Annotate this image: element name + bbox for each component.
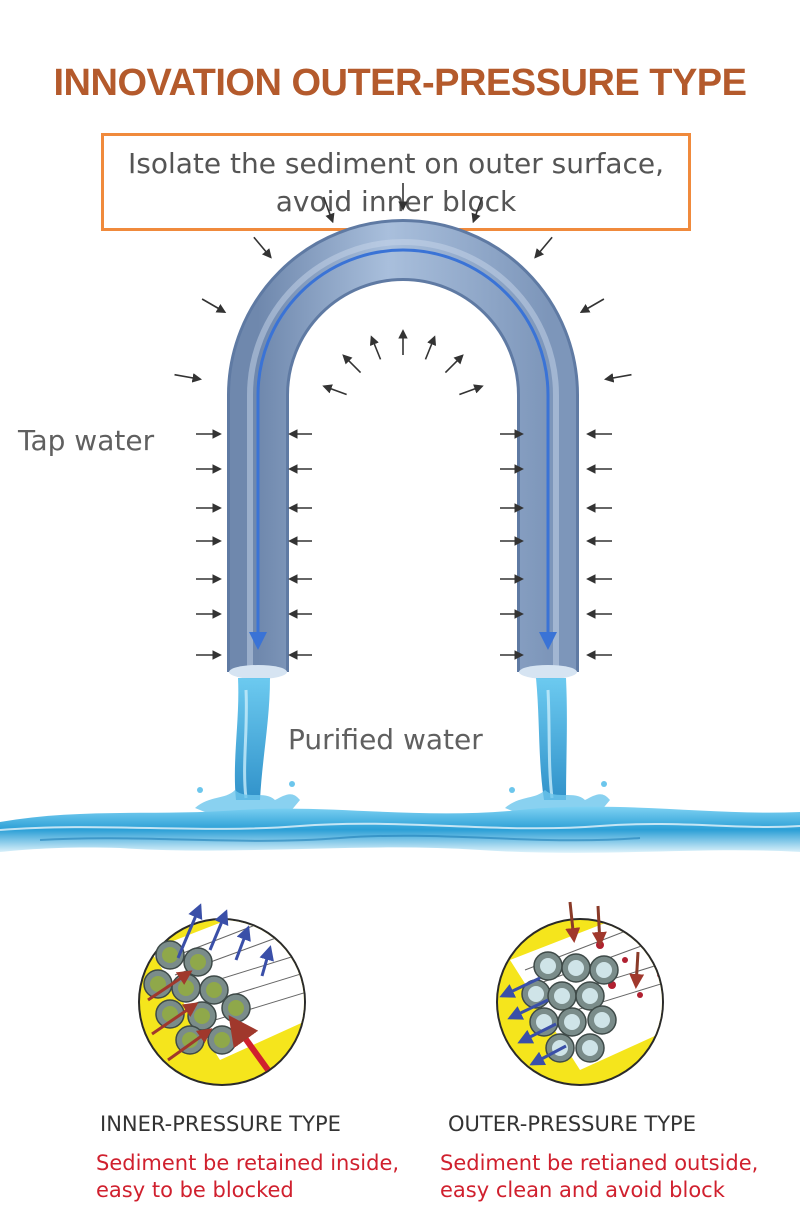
flow-direction-arrow: [249, 248, 557, 650]
inner-pressure-type-label: INNER-PRESSURE TYPE: [100, 1112, 341, 1136]
fiber-core: [162, 947, 178, 963]
fiber-core: [582, 988, 598, 1004]
pressure-arrow: [369, 335, 382, 360]
outer-pressure-illustration: [496, 901, 664, 1086]
pressure-arrow: [444, 354, 464, 374]
water-surface: [0, 806, 800, 853]
fiber-core: [194, 1008, 210, 1024]
subtitle-line-1: Isolate the sediment on outer surface,: [127, 147, 665, 180]
u-tube: [227, 219, 579, 679]
fiber-core: [228, 1000, 244, 1016]
pressure-arrow: [201, 298, 227, 313]
outer-desc-line-1: Sediment be retianed outside,: [440, 1151, 759, 1175]
fiber-core: [568, 960, 584, 976]
fiber-core: [582, 1040, 598, 1056]
pressure-arrow: [603, 373, 632, 383]
pressure-arrow: [342, 354, 362, 374]
fiber-core: [540, 958, 556, 974]
fiber-core: [536, 1014, 552, 1030]
fiber-core: [178, 980, 194, 996]
fiber-core: [214, 1032, 230, 1048]
fiber-core: [528, 986, 544, 1002]
pressure-arrow: [471, 196, 484, 224]
pressure-arrow: [534, 236, 553, 259]
purified-water-label: Purified water: [288, 723, 483, 756]
fiber-core: [596, 962, 612, 978]
pressure-arrow: [424, 335, 437, 360]
inner-pressure-illustration: [138, 903, 306, 1086]
inner-desc-line-2: easy to be blocked: [96, 1178, 294, 1202]
pressure-arrow: [322, 196, 335, 224]
inner-desc-line-1: Sediment be retained inside,: [96, 1151, 400, 1175]
fiber-core: [554, 988, 570, 1004]
tap-water-label: Tap water: [18, 424, 155, 457]
fiber-core: [206, 982, 222, 998]
outer-pressure-type-label: OUTER-PRESSURE TYPE: [448, 1112, 696, 1136]
outer-desc-line-2: easy clean and avoid block: [440, 1178, 725, 1202]
purified-water-stream: [195, 678, 610, 812]
fiber-core: [190, 954, 206, 970]
outer-pressure-description: Sediment be retianed outside, easy clean…: [440, 1150, 758, 1204]
fiber-core: [594, 1012, 610, 1028]
inner-pressure-description: Sediment be retained inside, easy to be …: [96, 1150, 399, 1204]
pressure-arrow: [459, 384, 484, 396]
pressure-arrow: [253, 236, 272, 259]
page-title: INNOVATION OUTER-PRESSURE TYPE: [53, 62, 748, 104]
fiber-core: [150, 976, 166, 992]
pressure-arrow: [579, 298, 605, 313]
pressure-arrow: [174, 373, 203, 383]
fiber-core: [182, 1032, 198, 1048]
fiber-core: [564, 1014, 580, 1030]
pressure-arrows: [174, 183, 632, 660]
pressure-arrow: [322, 384, 347, 396]
